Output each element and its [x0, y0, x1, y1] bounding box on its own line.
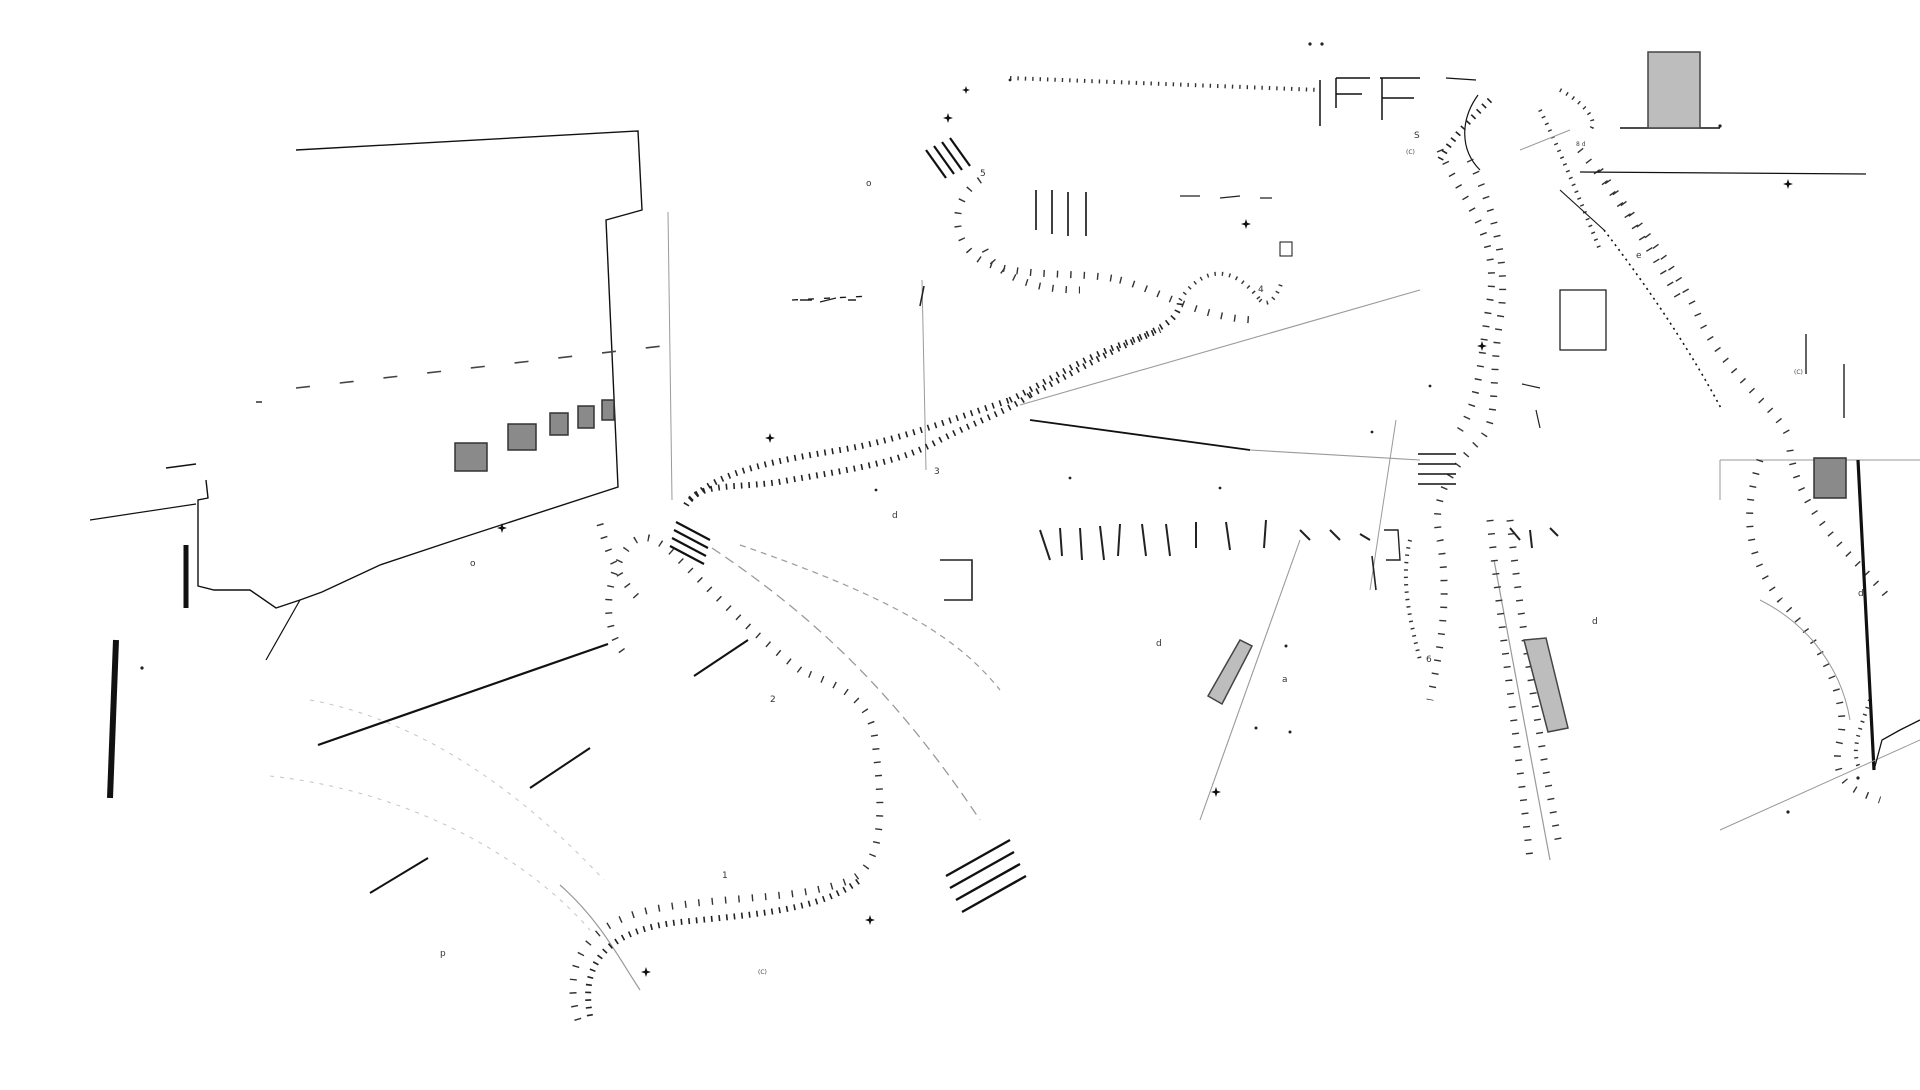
label-d-far: d	[1858, 589, 1864, 599]
right-center-paths	[1403, 97, 1602, 861]
label-2: 2	[770, 695, 776, 705]
upper-dotted-path	[954, 177, 1284, 403]
label-1: 1	[722, 871, 728, 881]
center-slab-icon	[1206, 639, 1254, 706]
four-point-star-icon	[943, 113, 953, 123]
crossing-left-icon	[669, 521, 711, 565]
label-a: a	[1282, 675, 1288, 685]
crossing-bottom-icon	[945, 838, 1027, 914]
left-plot-marks	[256, 295, 871, 403]
left-plot-blocks	[454, 399, 615, 472]
four-point-star-icon	[765, 433, 775, 443]
label-c-top: (C)	[1406, 149, 1415, 156]
label-p: p	[440, 949, 446, 959]
four-point-star-icon	[1783, 179, 1793, 189]
right-block-icon	[1813, 457, 1847, 499]
winding-dotted-path	[569, 392, 1032, 1022]
label-6: 6	[1426, 655, 1432, 665]
label-c-right: (C)	[1794, 369, 1803, 376]
left-thick-bars	[107, 545, 189, 799]
four-point-star-icon	[1241, 219, 1251, 229]
label-e: e	[1636, 251, 1642, 261]
label-o-left: o	[470, 559, 476, 569]
label-c-bottom: (C)	[758, 969, 767, 976]
four-point-star-icon	[1211, 787, 1221, 797]
label-3: 3	[934, 467, 940, 477]
small-dots	[140, 42, 1860, 814]
main-arc-road	[559, 544, 1001, 991]
top-dotted-row	[1009, 76, 1481, 171]
top-right-lines	[1519, 127, 1920, 831]
label-s: S	[1414, 131, 1420, 141]
label-8d: 8 d	[1576, 141, 1586, 148]
label-d-right: d	[1592, 617, 1598, 627]
right-slab-icon	[1523, 637, 1569, 733]
compass-stars	[497, 86, 1793, 977]
label-d-mid: d	[1156, 639, 1162, 649]
top-right-block-icon	[1647, 51, 1701, 129]
label-o-top: o	[866, 179, 872, 189]
label-d-bottom: d	[892, 511, 898, 521]
crossing-hatches	[669, 137, 1456, 914]
scattered-fragments	[800, 195, 1559, 601]
crossing-center-icon	[1418, 453, 1456, 485]
left-plot-outline	[89, 130, 927, 661]
four-point-star-icon	[641, 967, 651, 977]
four-point-star-icon	[497, 523, 507, 533]
four-point-star-icon	[962, 86, 970, 94]
map-labels: 1 2 3 4 5 6 S (C) (C) (C) d d d d o o p …	[440, 131, 1864, 976]
bottom-left-lines	[269, 639, 749, 931]
far-right-paths	[1559, 88, 1893, 804]
center-lines	[1019, 289, 1920, 861]
four-point-star-icon	[865, 915, 875, 925]
vertical-bars	[1035, 190, 1087, 236]
crossing-top-icon	[925, 137, 971, 179]
label-5: 5	[980, 169, 986, 179]
shaded-blocks	[1206, 51, 1847, 733]
label-4: 4	[1258, 285, 1264, 295]
four-point-star-icon	[1477, 341, 1487, 351]
